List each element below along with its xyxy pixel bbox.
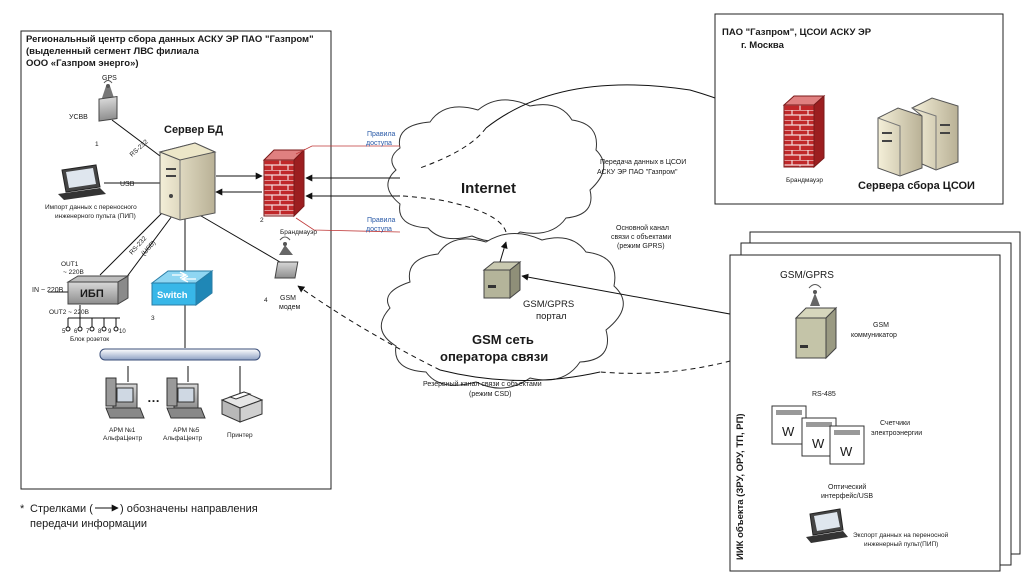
main-channel-label: Основной канал связи с объектами (режим … — [611, 224, 671, 250]
svg-text:5: 5 — [62, 329, 66, 335]
gsm-network-label-2: оператора связи — [440, 349, 548, 364]
out2-label: OUT2 ~ 220В — [49, 309, 89, 316]
import-caption-2: инженерного пульта (ПИП) — [55, 213, 136, 220]
usvv-label: УСВВ — [69, 114, 88, 121]
socket-numbers: 5 6 7 8 9 10 — [62, 329, 126, 335]
svg-text:GSM/GPRS: GSM/GPRS — [523, 299, 574, 310]
ellipsis: … — [147, 390, 160, 405]
gsm-cloud: GSM сеть оператора связи — [380, 233, 624, 389]
svg-text:GPS: GPS — [102, 75, 117, 82]
svg-text:электроэнергии: электроэнергии — [871, 430, 922, 437]
access-rules-bottom: Правила доступа — [366, 217, 396, 233]
gsm-network-label-1: GSM сеть — [472, 332, 534, 347]
svg-text:W: W — [812, 436, 825, 451]
svg-text:доступа: доступа — [366, 226, 392, 233]
rs485-label: RS-485 — [812, 391, 836, 398]
svg-text:коммуникатор: коммуникатор — [851, 332, 897, 339]
svg-text:АльфаЦентр: АльфаЦентр — [103, 435, 142, 442]
regional-center-subtitle-1: (выделенный сегмент ЛВС филиала — [26, 46, 200, 57]
svg-text:3: 3 — [151, 315, 155, 322]
svg-text:АльфаЦентр: АльфаЦентр — [163, 435, 202, 442]
ups-box: OUT1 ~ 220В IN ~ 220В ИБП OUT2 ~ 220В — [32, 261, 130, 316]
svg-text:портал: портал — [536, 311, 567, 322]
socket-block — [65, 318, 119, 332]
svg-text:инженерный пульт(ПИП): инженерный пульт(ПИП) — [864, 540, 938, 548]
reserve-channel-label: Резервный канал связи с объектами (режим… — [423, 380, 542, 398]
arm1-workstation: АРМ №1 АльфаЦентр — [103, 377, 145, 442]
svg-text:Принтер: Принтер — [227, 432, 253, 439]
moscow-panel: ПАО "Газпром", ЦСОИ АСКУ ЭР г. Москва Бр… — [714, 13, 1004, 205]
svg-text:Счетчики: Счетчики — [880, 420, 910, 427]
svg-text:OUT1: OUT1 — [61, 261, 79, 268]
svg-text:*: * — [20, 503, 25, 515]
server-db-label: Сервер БД — [164, 124, 223, 136]
ups-label: ИБП — [80, 288, 104, 300]
svg-text:W: W — [782, 424, 795, 439]
svg-text:) обозначены направления: ) обозначены направления — [120, 503, 258, 515]
svg-text:10: 10 — [119, 329, 126, 335]
svg-text:8: 8 — [98, 329, 102, 335]
socket-block-label: Блок розеток — [70, 336, 109, 343]
firewall-left-label: Брандмауэр — [280, 229, 317, 236]
in-220-label: IN ~ 220В — [32, 287, 64, 294]
svg-text:Оптический: Оптический — [828, 483, 866, 491]
moscow-servers-label: Сервера сбора ЦСОИ — [858, 180, 975, 192]
import-laptop: USB Импорт данных с переносного инженерн… — [45, 164, 137, 220]
firewall-left: 2 Брандмауэр — [260, 148, 317, 236]
access-rules-top: Правила доступа — [366, 131, 396, 147]
transfer-label: Передача данных в ЦСОИ АСКУ ЭР ПАО "Газп… — [597, 159, 686, 176]
svg-text:6: 6 — [74, 329, 78, 335]
regional-center-subtitle-2: ООО «Газпром энерго») — [26, 58, 139, 69]
switch-device: Switch 3 — [150, 270, 214, 322]
usb-label: USB — [120, 181, 135, 188]
svg-text:(режим CSD): (режим CSD) — [469, 391, 512, 398]
regional-center-title: Региональный центр сбора данных АСКУ ЭР … — [26, 34, 314, 45]
svg-text:АРМ №1: АРМ №1 — [109, 427, 136, 434]
svg-text:~ 220В: ~ 220В — [63, 269, 84, 276]
svg-text:4: 4 — [264, 297, 268, 304]
svg-text:2: 2 — [260, 217, 264, 224]
svg-text:9: 9 — [108, 329, 112, 335]
svg-text:Передача данных в ЦСОИ: Передача данных в ЦСОИ — [600, 159, 686, 166]
svg-text:Основной канал: Основной канал — [616, 224, 669, 232]
svg-text:интерфейс/USB: интерфейс/USB — [821, 492, 873, 500]
gsm-portal: GSM/GPRS портал — [482, 260, 574, 322]
printer: Принтер — [220, 391, 264, 439]
svg-text:Правила: Правила — [367, 217, 396, 224]
regional-center-panel: Региональный центр сбора данных АСКУ ЭР … — [20, 30, 332, 490]
svg-text:АРМ №5: АРМ №5 — [173, 427, 200, 434]
moscow-title: ПАО "Газпром", ЦСОИ АСКУ ЭР — [722, 27, 872, 38]
svg-text:GSM/GPRS: GSM/GPRS — [780, 270, 834, 281]
object-vertical-label: ИИК объекта (ЗРУ, ОРУ, ТП, РП) — [735, 413, 746, 560]
import-caption-1: Импорт данных с переносного — [45, 204, 137, 211]
switch-label: Switch — [157, 290, 188, 301]
gsm-modem: 4 GSM модем — [264, 236, 301, 311]
svg-text:GSM: GSM — [280, 295, 296, 302]
svg-text:W: W — [840, 444, 853, 459]
svg-text:(режим GPRS): (режим GPRS) — [617, 243, 665, 250]
moscow-firewall-label: Брандмауэр — [786, 177, 823, 184]
svg-text:1: 1 — [95, 141, 99, 148]
object-panels: ИИК объекта (ЗРУ, ОРУ, ТП, РП) GSM/GPRS … — [729, 231, 1021, 572]
server-db: Сервер БД — [158, 124, 223, 221]
svg-text:Резервный канал связи с объект: Резервный канал связи с объектами — [423, 380, 542, 388]
svg-text:Экспорт данных на переносной: Экспорт данных на переносной — [853, 531, 949, 539]
arm5-workstation: АРМ №5 АльфаЦентр — [163, 377, 206, 442]
internet-cloud: Internet — [387, 99, 605, 242]
moscow-city: г. Москва — [741, 40, 785, 51]
svg-text:модем: модем — [279, 304, 301, 311]
svg-text:GSM: GSM — [873, 322, 889, 329]
footnote: * Стрелками ( ) обозначены направления п… — [20, 503, 258, 530]
svg-text:доступа: доступа — [366, 140, 392, 147]
svg-text:Стрелками (: Стрелками ( — [30, 503, 93, 515]
lan-bus — [99, 348, 261, 361]
internet-label: Internet — [461, 180, 516, 197]
svg-text:связи с объектами: связи с объектами — [611, 233, 671, 241]
svg-text:АСКУ ЭР ПАО "Газпром": АСКУ ЭР ПАО "Газпром" — [597, 169, 678, 176]
svg-text:Правила: Правила — [367, 131, 396, 138]
gps-antenna: GPS УСВВ 1 — [69, 75, 118, 148]
svg-text:7: 7 — [86, 329, 90, 335]
svg-text:передачи информации: передачи информации — [30, 518, 147, 530]
